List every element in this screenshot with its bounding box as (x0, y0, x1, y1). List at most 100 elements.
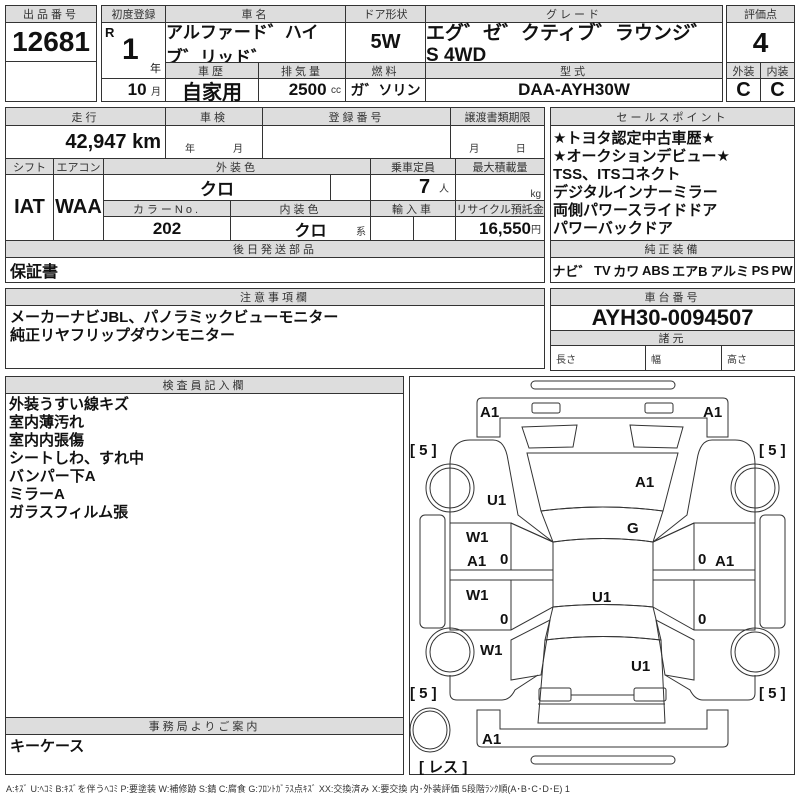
office-text: キーケース (10, 738, 85, 755)
first-reg-month: 10 月 (101, 78, 166, 102)
left-rear-fender (449, 674, 539, 701)
era: R (105, 25, 115, 40)
tire-fl: [ 5 ] (410, 442, 437, 459)
width-label: 幅 (645, 345, 722, 371)
damage-roof: U1 (592, 589, 611, 606)
transfer-label: 譲渡書類期限 (450, 107, 545, 126)
inspector-line: ミラーA (9, 486, 65, 503)
left-rear-door (449, 579, 554, 631)
color-extra (330, 174, 371, 201)
transfer-month-unit: 月 (469, 144, 480, 155)
tire-rl: [ 5 ] (410, 685, 437, 702)
equipment-label: 純正装備 (550, 240, 795, 258)
tail-lamp-left (538, 687, 572, 702)
color-no-label: カラーNo. (103, 200, 231, 217)
length-label: 長さ (550, 345, 646, 371)
spec-label: 諸元 (550, 330, 795, 346)
transfer-cell: 月 日 (450, 125, 545, 159)
damage-rear-gate: U1 (631, 658, 650, 675)
lot-label: 出品番号 (5, 5, 97, 23)
sales-point: 両側パワースライドドア (553, 202, 718, 219)
marker: 0 (698, 551, 706, 568)
sales-point: ★オークションデビュー★ (553, 148, 730, 165)
displacement-label: 排気量 (258, 62, 346, 79)
equipment-item: TV (594, 262, 611, 278)
inspector-line: シートしわ、すれ中 (9, 450, 145, 467)
equipment-item: PS (751, 262, 769, 278)
sales-point: ★トヨタ認定中古車歴★ (553, 130, 715, 147)
spare-tire (409, 707, 451, 753)
rear-bumper (476, 709, 729, 748)
shift-label: シフト (5, 158, 54, 175)
spare-tire-inner (412, 710, 448, 750)
import-cell-2 (413, 216, 456, 241)
marker: 0 (500, 611, 508, 628)
later-parts: 保証書 (5, 257, 545, 283)
history: 自家用 (165, 78, 259, 104)
office-label: 事務局よりご案内 (5, 717, 404, 735)
color: クロ (103, 174, 331, 201)
year: 1 (122, 33, 139, 66)
damage-left-front-door-1: W1 (466, 529, 489, 546)
left-front-fender (449, 439, 554, 543)
capacity-cell: 7 人 (370, 174, 456, 201)
ac: WAA (53, 174, 104, 241)
car-name: アルファード゛ハイブ゛リッド゛ (165, 22, 346, 67)
recycle: 16,550 (479, 218, 531, 238)
shift: IAT (5, 174, 54, 241)
marker: 0 (500, 551, 508, 568)
displacement-unit: cc (331, 84, 341, 96)
wheel-fr-inner (734, 467, 776, 509)
later-parts-label: 後日発送部品 (5, 240, 545, 258)
right-front-door (652, 522, 756, 571)
car-diagram-frame (409, 376, 795, 775)
headlight-left (521, 424, 578, 449)
max-load-label: 最大積載量 (455, 158, 545, 175)
inspector-label: 検査員記入欄 (5, 376, 404, 394)
interior-color-unit: 系 (356, 227, 366, 238)
interior-color-cell: クロ 系 (230, 216, 371, 241)
interior-grade: C (760, 78, 795, 102)
right-sill (652, 569, 756, 581)
fuel-label: 燃料 (345, 62, 426, 79)
inspector-line: 外装うすい線キズ (9, 396, 130, 413)
equipment-item: エアB (672, 263, 708, 279)
windshield (540, 506, 664, 543)
grade: エグ゛ゼ゛クティブ゛ラウンジ゛S 4WD (425, 22, 723, 66)
inspection-year-unit: 年 (185, 144, 195, 155)
wheel-rl (425, 627, 475, 677)
equipment-item: アルミ (710, 263, 749, 279)
exterior-grade: C (726, 78, 761, 102)
damage-left-rear-door: W1 (466, 587, 489, 604)
height-label: 高さ (721, 345, 795, 371)
rear-bar (530, 755, 676, 765)
wheel-fr (730, 463, 780, 513)
capacity: 7 (418, 176, 431, 198)
sales-point: TSS、ITSコネクト (553, 166, 681, 183)
fuel: ガ゛ソリン (345, 78, 426, 102)
inspection-cell: 年 月 (165, 125, 263, 159)
score-label: 評価点 (726, 5, 795, 23)
inspector-line: ガラスフィルム張 (9, 504, 129, 521)
model-label: 型式 (425, 62, 723, 79)
notes-box: メーカーナビJBL、パノラミックビューモニター 純正リヤフリップダウンモニター (5, 305, 545, 369)
chassis-number: AYH30-0094507 (550, 305, 795, 331)
door-type: 5W (345, 22, 426, 63)
right-front-fender (652, 439, 756, 543)
first-reg-year: R 1 年 (101, 22, 166, 79)
rear-gate (537, 636, 666, 724)
damage-front-bumper-left: A1 (480, 404, 499, 421)
damage-left-front-door-2: A1 (467, 553, 486, 570)
month-unit: 月 (151, 86, 161, 98)
sales-points-list: ★トヨタ認定中古車歴★ ★オークションデビュー★ TSS、ITSコネクト デジタ… (550, 125, 795, 241)
rear-glass (544, 604, 662, 641)
displacement-cell: 2500 cc (258, 78, 346, 102)
tire-rr: [ 5 ] (759, 685, 786, 702)
recycle-label: リサイクル預託金 (455, 200, 545, 217)
equipment-item: PW (771, 262, 793, 278)
transfer-day-unit: 日 (515, 144, 526, 155)
reg-number-label: 登録番号 (262, 107, 451, 126)
inspector-line: 室内薄汚れ (9, 414, 85, 431)
left-front-door (449, 522, 554, 571)
